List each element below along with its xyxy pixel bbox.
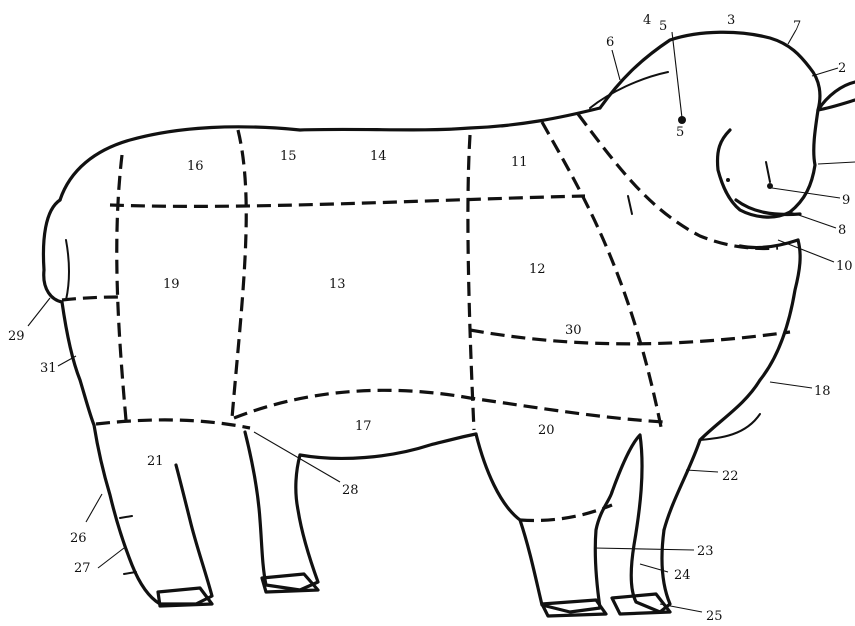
neck-underside-outline	[740, 240, 798, 248]
cut-line-flank-vertical	[232, 130, 246, 418]
face-detail	[766, 162, 770, 182]
callout-5-eye: 5	[676, 125, 684, 140]
leader-18	[770, 382, 812, 388]
leader-29	[28, 298, 50, 326]
region-label-20: 20	[538, 423, 555, 438]
region-label-30: 30	[565, 323, 582, 338]
cut-line-belly	[234, 390, 664, 422]
leader-2	[812, 68, 838, 76]
region-label-12: 12	[529, 262, 546, 277]
cut-line-rump-horizontal	[62, 297, 118, 300]
cut-line-rib-vertical	[468, 135, 474, 430]
region-label-15: 15	[280, 149, 297, 164]
fore-leg-outline	[476, 434, 612, 612]
callout-25: 25	[706, 609, 723, 624]
cut-line-leg-top	[96, 420, 250, 428]
region-label-11: 11	[511, 155, 528, 170]
belly-outline	[300, 434, 476, 458]
region-label-21: 21	[147, 454, 164, 469]
callout-26: 26	[70, 531, 87, 546]
ear-outline	[818, 82, 855, 110]
region-label-13: 13	[329, 277, 346, 292]
leader-26	[86, 494, 102, 522]
callout-18: 18	[814, 384, 831, 399]
callout-29: 29	[8, 329, 25, 344]
callout-8: 8	[838, 223, 846, 238]
callout-27: 27	[74, 561, 91, 576]
hind-leg-outline-front	[94, 425, 212, 604]
callout-6: 6	[606, 35, 614, 50]
head-outline	[600, 32, 820, 217]
sheep-back-outline	[60, 108, 600, 200]
leader-8	[790, 212, 836, 228]
callout-31: 31	[40, 361, 57, 376]
callout-3: 3	[727, 13, 735, 28]
callout-5-top: 5	[659, 19, 667, 34]
callout-4: 4	[643, 13, 651, 28]
callout-7: 7	[793, 19, 801, 34]
inner-ear-outline	[590, 72, 668, 108]
cut-line-rump-vertical	[117, 155, 126, 420]
leader-27	[98, 548, 124, 568]
leader-5	[672, 32, 682, 118]
nose-dot-icon	[726, 178, 730, 182]
leader-22	[686, 470, 718, 472]
region-label-19: 19	[163, 277, 180, 292]
callout-24: 24	[674, 568, 691, 583]
leader-10	[778, 240, 834, 262]
fore-leg-2-outline	[612, 435, 670, 612]
leader-6	[612, 50, 620, 80]
callout-23: 23	[697, 544, 714, 559]
sheep-rump-outline	[43, 200, 94, 425]
callout-28: 28	[342, 483, 359, 498]
cut-line-loin-top	[110, 196, 585, 206]
region-label-16: 16	[187, 159, 204, 174]
leader-snout	[818, 162, 855, 164]
callout-2: 2	[838, 61, 846, 76]
callout-10: 10	[836, 259, 853, 274]
region-label-17: 17	[355, 419, 372, 434]
cut-line-cheek	[628, 196, 632, 214]
tail-detail	[66, 240, 69, 300]
leader-23	[594, 548, 694, 550]
cut-line-neck-lower	[700, 414, 760, 440]
callout-22: 22	[722, 469, 739, 484]
cut-line-shoulder	[542, 122, 662, 432]
chest-outline	[664, 240, 800, 530]
region-label-14: 14	[370, 149, 387, 164]
callout-9: 9	[842, 193, 850, 208]
cut-line-breast	[470, 330, 790, 344]
